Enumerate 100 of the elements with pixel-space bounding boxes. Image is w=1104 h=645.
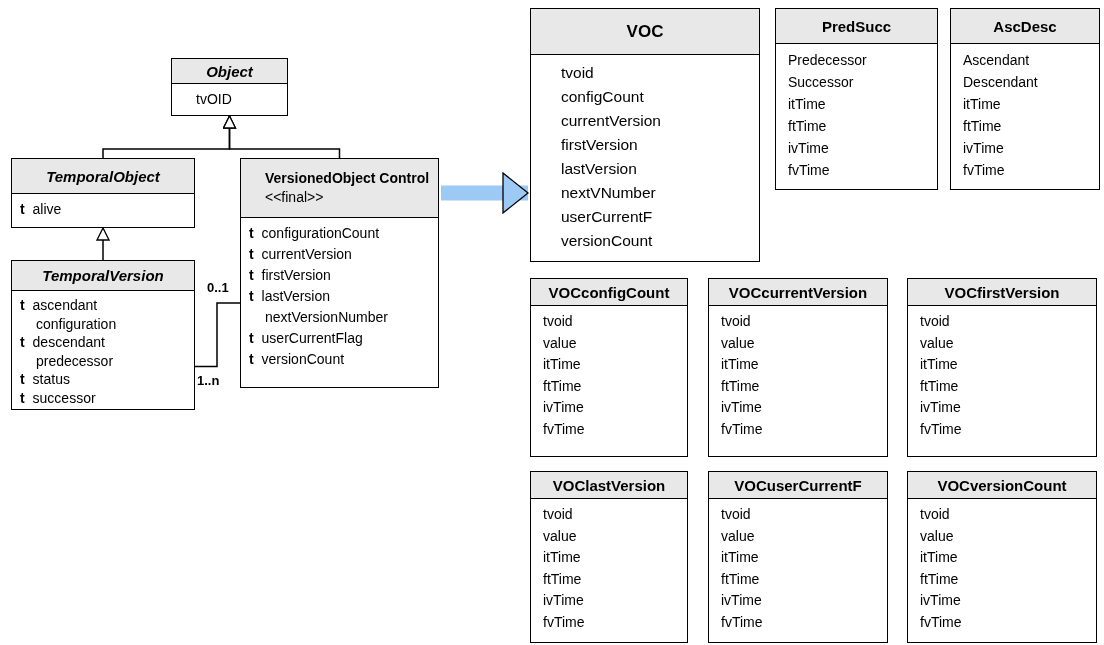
column-name: Ascendant — [963, 51, 1030, 70]
table-box — [775, 8, 938, 190]
column-name: currentVersion — [561, 111, 661, 131]
column-name: fvTime — [721, 419, 763, 439]
column-name: versionCount — [561, 231, 653, 251]
attribute-text: t alive — [20, 200, 62, 219]
column-name: tvoid — [721, 312, 751, 331]
column-name: value — [543, 333, 577, 353]
column-name: value — [721, 333, 755, 353]
attribute-text: t firstVersion — [249, 266, 331, 285]
column-name: fvTime — [721, 612, 763, 632]
column-name: tvoid — [920, 505, 950, 524]
table-name: VOClastVersion — [552, 475, 666, 495]
column-name: itTime — [963, 95, 1001, 114]
multiplicity-label: 0..1 — [207, 280, 229, 295]
column-name: ivTime — [721, 591, 762, 610]
attribute-text: configuration — [35, 314, 117, 333]
column-name: Predecessor — [788, 51, 867, 70]
column-name: lastVersion — [561, 159, 637, 179]
table-name: VOCcurrentVersion — [728, 282, 868, 302]
class-box — [11, 158, 195, 228]
column-name: ivTime — [788, 139, 829, 158]
attribute-text: t successor — [20, 388, 96, 407]
column-name: fvTime — [543, 419, 585, 439]
block-arrow — [441, 172, 529, 214]
column-name: tvoid — [561, 63, 594, 83]
table-box — [907, 471, 1097, 643]
attribute-text: nextVersionNumber — [264, 308, 388, 327]
attribute-text: predecessor — [35, 351, 114, 370]
class-box — [11, 260, 195, 410]
attribute-text: t configurationCount — [249, 224, 380, 243]
table-box — [530, 278, 688, 457]
table-name: VOCconfigCount — [548, 282, 670, 302]
column-name: firstVersion — [561, 135, 638, 155]
table-box — [708, 471, 888, 643]
column-name: value — [721, 526, 755, 546]
column-name: itTime — [543, 355, 581, 374]
column-name: itTime — [788, 95, 826, 114]
column-name: itTime — [721, 355, 759, 374]
inheritance-arrow — [96, 227, 110, 261]
attribute-text: t lastVersion — [249, 287, 331, 306]
column-name: itTime — [721, 548, 759, 567]
table-name: VOCuserCurrentF — [734, 475, 862, 495]
column-name: ivTime — [920, 591, 961, 610]
table-box — [907, 278, 1097, 457]
inheritance-arrow — [222, 115, 341, 159]
attribute-text: t currentVersion — [249, 245, 352, 264]
column-name: ivTime — [543, 398, 584, 417]
column-name: ivTime — [920, 398, 961, 417]
column-name: fvTime — [963, 161, 1005, 180]
column-name: ftTime — [920, 569, 959, 589]
column-name: fvTime — [920, 419, 962, 439]
attribute-text: tvOID — [195, 90, 232, 109]
column-name: nextVNumber — [561, 183, 656, 203]
column-name: ivTime — [543, 591, 584, 610]
column-name: fvTime — [920, 612, 962, 632]
class-name: VersionedObject Control <<final>> — [265, 169, 431, 207]
column-name: tvoid — [543, 312, 573, 331]
class-name: TemporalObject — [46, 166, 160, 186]
table-name: AscDesc — [993, 16, 1057, 36]
column-name: ftTime — [721, 376, 760, 396]
table-box — [530, 8, 760, 262]
column-name: tvoid — [721, 505, 751, 524]
column-name: ivTime — [721, 398, 762, 417]
table-box — [708, 278, 888, 457]
column-name: tvoid — [543, 505, 573, 524]
table-name: PredSucc — [821, 16, 892, 36]
column-name: fvTime — [788, 161, 830, 180]
column-name: value — [920, 526, 954, 546]
attribute-text: t versionCount — [249, 350, 345, 369]
attribute-text: t userCurrentFlag — [249, 329, 363, 348]
attribute-text: t status — [20, 370, 70, 389]
class-name: Object — [206, 61, 253, 81]
column-name: Descendant — [963, 73, 1038, 92]
column-name: ftTime — [721, 569, 760, 589]
column-name: ftTime — [920, 376, 959, 396]
column-name: itTime — [920, 548, 958, 567]
class-name: TemporalVersion — [42, 266, 164, 285]
table-box — [530, 471, 688, 643]
column-name: fvTime — [543, 612, 585, 632]
column-name: ivTime — [963, 139, 1004, 158]
class-box — [171, 58, 288, 116]
table-name: VOC — [626, 22, 664, 41]
column-name: userCurrentF — [561, 207, 653, 227]
table-name: VOCfirstVersion — [944, 282, 1060, 302]
column-name: configCount — [561, 87, 644, 107]
column-name: ftTime — [963, 117, 1002, 136]
column-name: value — [920, 333, 954, 353]
table-box — [950, 8, 1100, 190]
column-name: ftTime — [543, 569, 582, 589]
association-line — [194, 302, 241, 368]
column-name: itTime — [920, 355, 958, 374]
column-name: value — [543, 526, 577, 546]
column-name: ftTime — [788, 117, 827, 136]
column-name: itTime — [543, 548, 581, 567]
attribute-text: t ascendant — [20, 296, 98, 315]
attribute-text: t descendant — [20, 333, 105, 352]
multiplicity-label: 1..n — [197, 373, 220, 388]
table-name: VOCversionCount — [937, 475, 1067, 495]
class-box — [240, 158, 439, 388]
